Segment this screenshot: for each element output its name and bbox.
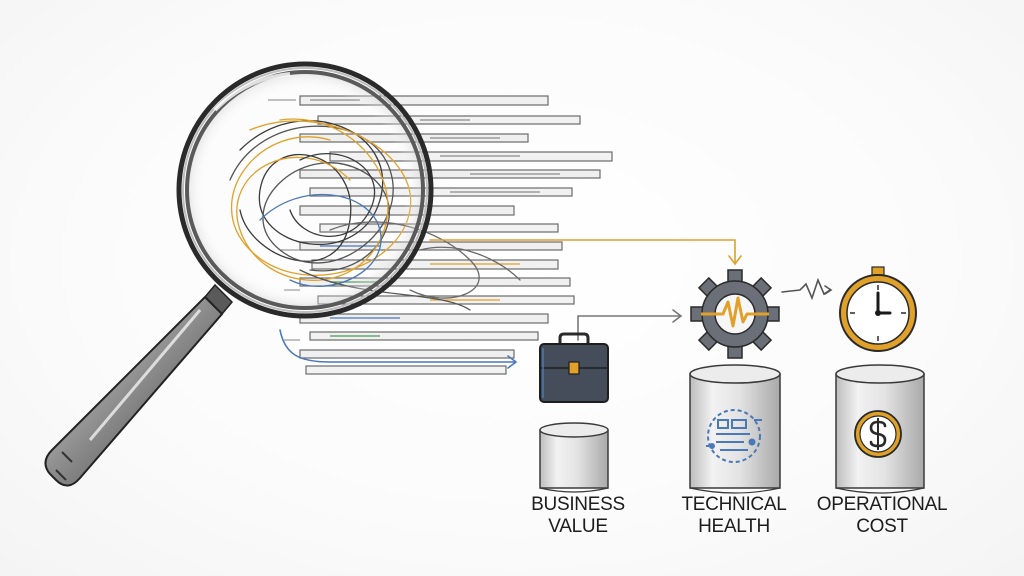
pillar-label-business-line2: VALUE: [548, 516, 607, 537]
arrow-briefcase-to-gear: [577, 315, 681, 341]
code-circuit-icon: [706, 409, 762, 463]
magnifying-glass-icon: [44, 61, 434, 487]
pillar-technical-health: TECHNICAL HEALTH: [682, 269, 787, 537]
briefcase-icon: [539, 332, 609, 403]
clock-icon: [839, 266, 917, 352]
pillar-business-value: BUSINESS VALUE: [531, 332, 625, 537]
connector-arrows: [279, 239, 833, 369]
pillar-label-technical-line1: TECHNICAL: [682, 494, 787, 515]
arrow-to-technical-health: [429, 239, 736, 263]
pillar-operational-cost: OPERATIONAL COST: [817, 266, 948, 537]
pillar-label-business-line1: BUSINESS: [531, 494, 625, 515]
pillar-label-operational-line1: OPERATIONAL: [817, 494, 947, 515]
pillar-label-operational-line2: COST: [856, 516, 908, 537]
arrow-gear-to-clock: [781, 277, 831, 301]
magnifier-handle: [44, 283, 234, 487]
dollar-coin-icon: [854, 410, 902, 458]
cylinder-technical-health: [689, 364, 781, 494]
arrow-to-business-value: [279, 329, 516, 363]
cylinder-business-value: [539, 422, 609, 493]
gear-pulse-icon: [690, 269, 780, 359]
pillar-label-technical-line2: HEALTH: [698, 516, 770, 537]
